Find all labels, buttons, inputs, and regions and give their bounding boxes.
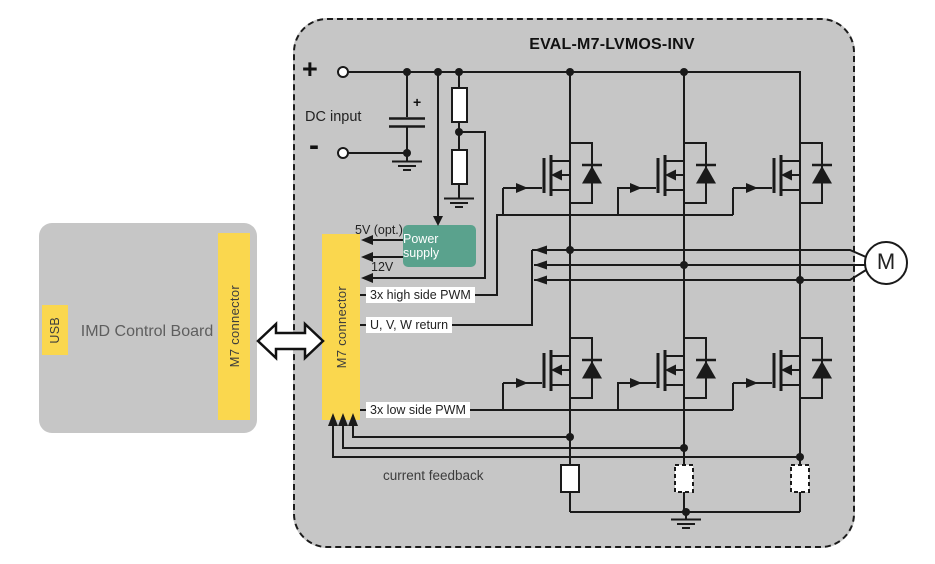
shunt-resistor-w-optional [790,464,810,493]
resistor-bottom [451,149,468,185]
left-arrow-icon [534,275,547,285]
resistor-top [451,87,468,123]
mosfet-high-side-v [615,141,718,205]
power-supply-block: Power supply [403,225,476,267]
dc-bus-wires [337,66,801,159]
left-arrow-icon [534,260,547,270]
m7-connector-right: M7 connector [322,234,360,420]
label-5v: 5V (opt.) [355,223,403,237]
dc-voltage-divider [361,72,486,283]
m7-connector-left: M7 connector [218,233,250,420]
dc-input-label: DC input [305,109,362,125]
mosfet-high-side-u [501,141,604,205]
mosfet-low-side-w [731,336,834,400]
ground-symbol [391,160,423,171]
power-supply-feed-wire [433,72,443,226]
shunt-resistors [560,464,810,529]
phase-wires [360,245,867,326]
shunt-resistor-u [560,464,580,493]
current-feedback-wires [328,413,800,458]
left-arrow-icon [361,235,373,245]
label-low-side-pwm: 3x low side PWM [366,402,470,418]
double-arrow-icon [256,321,325,361]
up-arrow-icon [328,413,338,426]
mosfet-low-side-u [501,336,604,400]
capacitor-polarity-label: + [413,94,422,110]
label-uvw-return: U, V, W return [366,317,453,333]
up-arrow-icon [338,413,348,426]
up-arrow-icon [348,413,358,426]
ground-symbol [670,518,702,529]
page-title: EVAL-M7-LVMOS-INV [529,36,695,53]
left-arrow-icon [534,245,547,255]
shunt-resistor-v-optional [674,464,694,493]
motor-label: M [876,249,896,274]
dc-plus-terminal [337,66,349,78]
left-arrow-icon [361,252,373,262]
junction-dots [403,68,804,516]
left-arrow-icon [361,273,373,283]
label-12v: 12V [371,260,394,274]
down-arrow-icon [433,216,443,226]
mosfet-high-side-w [731,141,834,205]
inverter-board-outline [293,18,855,548]
label-high-side-pwm: 3x high side PWM [366,287,475,303]
dc-minus-terminal [337,147,349,159]
mosfet-low-side-v [615,336,718,400]
imd-board-label: IMD Control Board [80,323,214,340]
ground-symbol [443,197,475,208]
motor-circle [864,241,908,285]
dc-plus-label: + [302,54,318,84]
usb-connector: USB [42,305,68,355]
label-current-feedback: current feedback [383,468,484,483]
power-supply-output-wires [361,235,403,262]
power-supply-label: Power supply [403,232,440,260]
half-bridge-links [569,203,801,465]
dc-minus-label: - [309,129,319,162]
dc-link-capacitor [389,72,425,171]
